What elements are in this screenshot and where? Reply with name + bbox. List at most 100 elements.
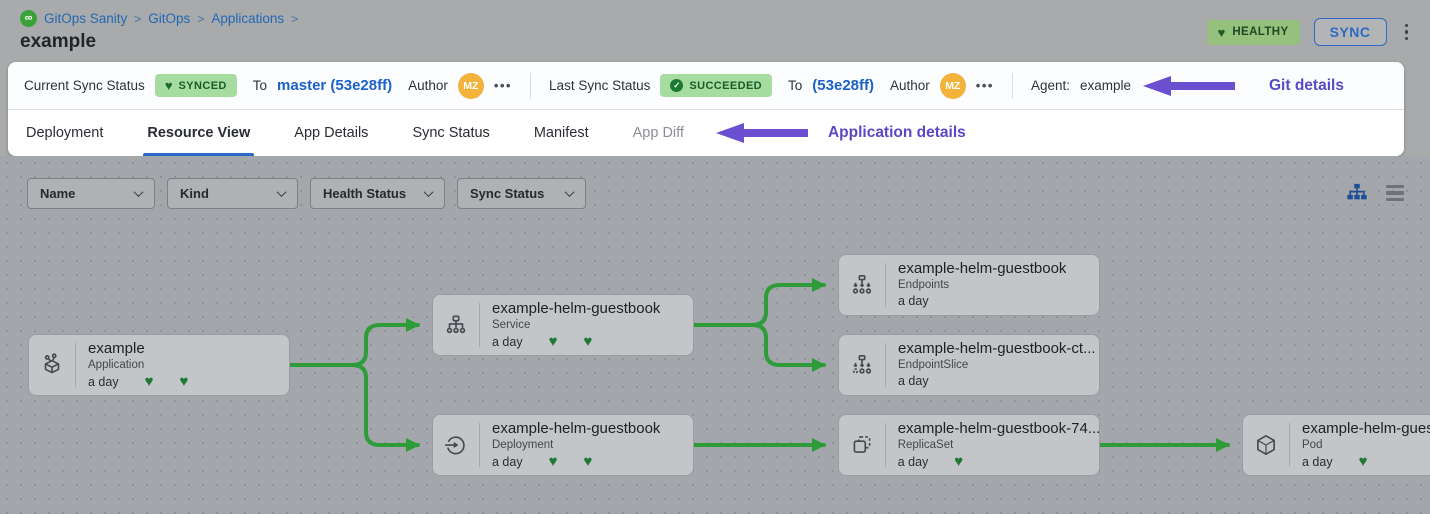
app-details-card: Current Sync Status SYNCED To master (53… [8,62,1404,156]
breadcrumb-link-gitops[interactable]: GitOps [148,11,191,26]
tree-node-service[interactable]: example-helm-guestbook Service a day [432,294,694,356]
service-icon [433,295,479,355]
last-commit-link[interactable]: (53e28ff) [812,77,874,94]
divider [885,263,886,307]
healthy-heart-icon [180,374,189,389]
tree-view-icon[interactable] [1346,182,1368,204]
heart-icon [165,79,173,92]
tab-deployment[interactable]: Deployment [26,125,104,141]
health-status-badge: HEALTHY [1206,19,1300,45]
tree-node-deployment[interactable]: example-helm-guestbook Deployment a day [432,414,694,476]
sync-button[interactable]: SYNC [1313,18,1387,46]
node-title: example-helm-guestbook-74... [897,420,1099,437]
tab-resource-view[interactable]: Resource View [143,110,255,156]
divider [885,343,886,387]
application-details-annotation: Application details [827,124,966,141]
healthy-heart-icon [549,454,558,469]
succeeded-badge-label: SUCCEEDED [689,79,763,92]
node-title: example-helm-guestbook [492,420,661,437]
filter-bar: Name Kind Health Status Sync Status [27,178,586,209]
node-age: a day [492,334,523,349]
check-circle-icon [670,79,684,92]
healthy-heart-icon [954,454,963,469]
more-options-icon[interactable]: ••• [975,78,994,93]
divider [530,72,532,99]
node-age: a day [492,454,523,469]
annotation-arrow-left-icon [1143,75,1235,96]
view-toggles [1346,182,1404,204]
node-title: example-helm-guestbook [898,260,1067,277]
application-icon [29,335,75,395]
tab-sync-status[interactable]: Sync Status [412,125,490,141]
list-view-icon[interactable] [1386,184,1404,202]
node-kind: Deployment [492,439,554,451]
endpoints-icon [839,255,885,315]
page-header: GitOps Sanity > GitOps > Applications > … [0,0,1430,62]
chevron-down-icon [423,187,434,198]
tree-node-pod[interactable]: example-helm-guest Pod a day [1242,414,1430,476]
breadcrumb: GitOps Sanity > GitOps > Applications > [20,10,298,27]
health-status-filter-dropdown[interactable]: Health Status [310,178,445,209]
author-label: Author [408,78,448,93]
node-title: example-helm-guestbook [492,300,661,317]
node-kind: Application [88,359,145,371]
more-options-icon[interactable]: ••• [493,78,513,93]
author-avatar: MZ [457,72,484,99]
healthy-heart-icon [584,454,593,469]
author-label: Author [890,78,930,93]
breadcrumb-link-applications[interactable]: Applications [211,11,285,26]
divider [1011,72,1013,99]
gitops-logo-icon [20,10,37,27]
kebab-menu-icon[interactable] [1401,20,1413,45]
healthy-heart-icon [1359,454,1368,469]
tree-node-application[interactable]: example Application a day [28,334,290,396]
divider [75,343,76,387]
current-commit-link[interactable]: master (53e28ff) [277,77,393,94]
node-age: a day [88,374,119,389]
git-details-annotation: Git details [1269,76,1344,94]
sync-status-bar: Current Sync Status SYNCED To master (53… [8,62,1404,110]
tree-node-endpointslice[interactable]: example-helm-guestbook-ct... EndpointSli… [838,334,1100,396]
node-title: example [88,340,145,357]
tab-manifest[interactable]: Manifest [533,125,589,141]
breadcrumb-separator: > [291,11,299,26]
node-title: example-helm-guest [1302,420,1430,437]
deployment-icon [433,415,479,475]
breadcrumb-link-gitops-sanity[interactable]: GitOps Sanity [44,11,128,26]
author-avatar: MZ [939,72,966,99]
kind-filter-dropdown[interactable]: Kind [167,178,298,209]
node-kind: EndpointSlice [898,359,969,371]
synced-badge: SYNCED [154,74,237,97]
sync-status-filter-dropdown[interactable]: Sync Status [457,178,586,209]
sync-status-filter-label: Sync Status [470,186,545,201]
tab-app-details[interactable]: App Details [294,125,369,141]
node-kind: Pod [1302,439,1323,451]
tree-node-replicaset[interactable]: example-helm-guestbook-74... ReplicaSet … [838,414,1100,476]
kind-filter-label: Kind [180,186,209,201]
to-label: To [252,78,268,93]
node-age: a day [1302,454,1333,469]
breadcrumb-separator: > [197,11,205,26]
healthy-heart-icon [549,334,558,349]
synced-badge-label: SYNCED [178,79,227,92]
heart-icon [1218,26,1226,39]
health-badge-label: HEALTHY [1232,26,1289,38]
agent-label: Agent: [1030,78,1070,93]
current-sync-status-label: Current Sync Status [24,78,145,93]
name-filter-label: Name [40,186,76,201]
tree-node-endpoints[interactable]: example-helm-guestbook Endpoints a day [838,254,1100,316]
name-filter-dropdown[interactable]: Name [27,178,155,209]
chevron-down-icon [564,187,575,198]
healthy-heart-icon [584,334,593,349]
page-title: example [20,31,97,52]
annotation-arrow-left-icon [715,123,808,143]
divider [1289,423,1290,467]
tab-app-diff[interactable]: App Diff [632,125,684,141]
health-status-filter-label: Health Status [323,186,407,201]
resource-tree-canvas: Name Kind Health Status Sync Status [0,156,1430,514]
node-age: a day [897,454,929,469]
node-age: a day [898,374,929,388]
healthy-heart-icon [145,374,154,389]
last-sync-status-label: Last Sync Status [549,78,651,93]
chevron-down-icon [133,187,144,198]
